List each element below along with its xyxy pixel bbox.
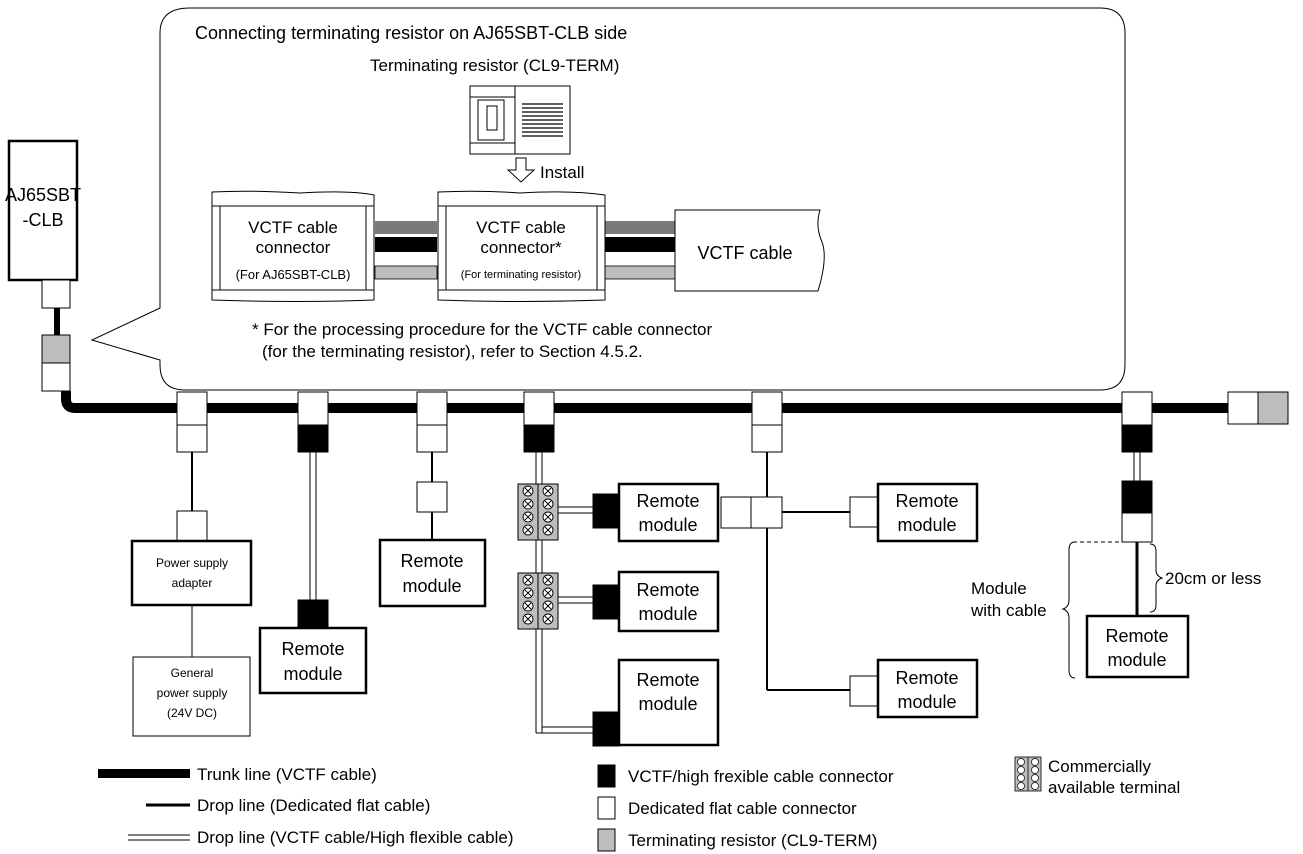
flat-cable-splitter (750, 496, 783, 529)
length-brace (1149, 543, 1164, 613)
remote-module-line1: Remote (895, 668, 958, 688)
remote-module-line2: module (897, 515, 956, 535)
module-with-cable-line1: Module (971, 579, 1027, 598)
left-connector-line1: VCTF cable (248, 218, 338, 237)
general-power-line3: (24V DC) (167, 706, 217, 720)
remote-module-line2: module (638, 604, 697, 624)
remote-module-box (617, 482, 720, 543)
general-power-line2: power supply (157, 686, 228, 700)
trunk-end-connector (1227, 391, 1259, 425)
power-adapter-connector (176, 510, 208, 542)
remote-vctf-connector (592, 711, 620, 747)
install-label: Install (540, 163, 584, 182)
callout-note-line2: (for the terminating resistor), refer to… (262, 342, 643, 361)
remote-module-line1: Remote (1105, 626, 1168, 646)
left-connector-line2: connector (256, 238, 331, 257)
legend-flat-connector: Dedicated flat cable connector (628, 799, 857, 818)
remote-module-box (378, 538, 487, 608)
master-station-box (7, 139, 79, 282)
cable-wires (374, 221, 676, 280)
legend-terminal-icon (1014, 756, 1042, 792)
remote-module-line2: module (402, 576, 461, 596)
vctf-cable-body (674, 209, 825, 292)
general-power-line1: General (171, 666, 214, 680)
right-connector-sub: (For terminating resistor) (461, 269, 581, 281)
trunk-line (61, 391, 1228, 413)
remote-module-line1: Remote (636, 670, 699, 690)
power-adapter-line1: Power supply (156, 556, 228, 570)
remote-module-box (1085, 614, 1190, 679)
master-flat-connector (41, 279, 71, 309)
legend-drop-vctf: Drop line (VCTF cable/High flexible cabl… (197, 828, 514, 847)
remote-module-line2: module (638, 515, 697, 535)
remote-module-line2: module (897, 692, 956, 712)
remote-flat-connector (849, 675, 879, 707)
remote-module-box (258, 626, 368, 695)
commercial-terminal-block (517, 483, 559, 541)
remote-vctf-connector (592, 493, 620, 529)
module-cable-vctf-connector (1121, 480, 1153, 514)
install-arrow-icon (506, 157, 536, 183)
trunk-tap-connectors (176, 391, 1153, 453)
legend-drop-flat: Drop line (Dedicated flat cable) (197, 796, 430, 815)
legend-flat-connector-swatch (597, 796, 616, 820)
legend-terminating-resistor: Terminating resistor (CL9-TERM) (628, 831, 877, 850)
length-note: 20cm or less (1165, 569, 1261, 588)
legend-terminal-line1: Commercially (1048, 757, 1151, 776)
legend-trunk: Trunk line (VCTF cable) (197, 765, 377, 784)
remote-module-box (876, 482, 979, 543)
left-connector-sub: (For AJ65SBT-CLB) (236, 267, 351, 282)
legend-vctf-connector-swatch (597, 764, 616, 788)
trunk-end-terminating-resistor (1257, 391, 1289, 425)
right-connector-line1: VCTF cable (476, 218, 566, 237)
terminating-resistor-label: Terminating resistor (CL9-TERM) (370, 56, 619, 75)
callout-title: Connecting terminating resistor on AJ65S… (195, 23, 627, 43)
module-brace (1061, 541, 1076, 679)
master-line2: -CLB (22, 210, 63, 230)
remote-module-line1: Remote (895, 491, 958, 511)
right-connector-line2: connector* (480, 238, 562, 257)
callout-note-line1: * For the processing procedure for the V… (252, 320, 713, 339)
master-line1: AJ65SBT (5, 185, 81, 205)
remote-vctf-connector (592, 584, 620, 620)
flat-cable-splitter (720, 496, 752, 529)
remote-module-line1: Remote (636, 580, 699, 600)
remote-module-line2: module (283, 664, 342, 684)
remote-module-box (876, 658, 979, 719)
remote-module-box (617, 570, 720, 633)
terminating-resistor-drawing (469, 85, 571, 155)
legend-trunk-swatch (98, 769, 190, 778)
master-vctf-connector-end (41, 362, 71, 392)
remote-module-line1: Remote (636, 491, 699, 511)
remote-module-line2: module (1107, 650, 1166, 670)
legend: Trunk line (VCTF cable) Drop line (Dedic… (98, 756, 1180, 852)
commercial-terminal-block (517, 572, 559, 630)
remote-module-box (617, 658, 720, 747)
remote-flat-connector (849, 496, 879, 528)
remote-module-line1: Remote (400, 551, 463, 571)
legend-terminating-resistor-swatch (597, 828, 616, 852)
remote-flat-connector (416, 481, 448, 513)
power-adapter-line2: adapter (172, 576, 213, 590)
vctf-cable-label: VCTF cable (697, 243, 792, 263)
remote-vctf-connector (297, 599, 329, 629)
module-with-cable-line2: with cable (970, 601, 1047, 620)
legend-vctf-connector: VCTF/high frexible cable connector (628, 767, 894, 786)
vctf-connector-left (211, 190, 375, 302)
remote-module-line1: Remote (281, 639, 344, 659)
vctf-connector-right (437, 190, 606, 302)
remote-module-line2: module (638, 694, 697, 714)
power-supply-adapter (130, 539, 253, 607)
master-terminating-resistor (41, 334, 71, 364)
general-power-supply (132, 656, 251, 737)
legend-terminal-line2: available terminal (1048, 778, 1180, 797)
module-cable-flat-connector (1121, 512, 1153, 543)
